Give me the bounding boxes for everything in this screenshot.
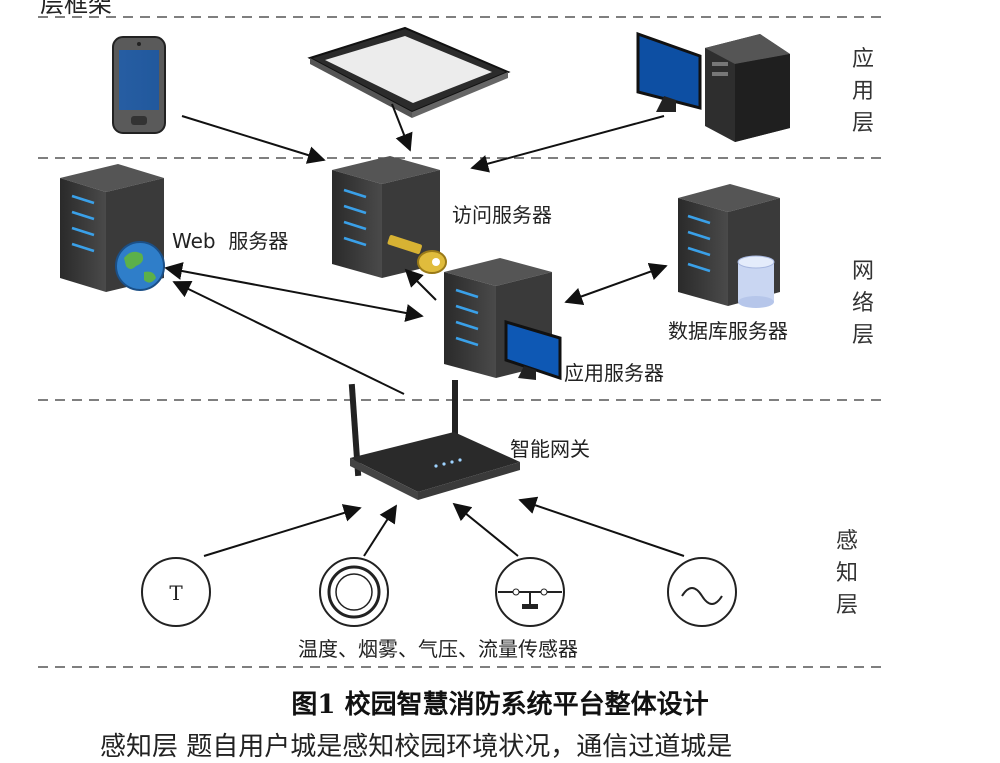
- database-cylinder-icon: [737, 255, 775, 308]
- web-server-label: Web 服务器: [172, 229, 288, 253]
- key-icon: [387, 235, 447, 274]
- access-server-icon: [332, 156, 440, 278]
- arrow-smoke-to-gateway: [363, 504, 397, 557]
- globe-icon: [115, 241, 165, 291]
- smartphone-icon: [112, 36, 166, 134]
- layer-label-application: 应 用 层: [852, 47, 881, 136]
- smoke-sensor-icon: [319, 557, 389, 627]
- monitor-icon: [504, 319, 562, 381]
- sensors-label: 温度、烟雾、气压、流量传感器: [298, 637, 578, 661]
- application-server-icon: [444, 258, 562, 381]
- connection-arrows: [164, 103, 685, 557]
- pressure-sensor-icon: [495, 557, 565, 627]
- flow-sensor-icon: [667, 557, 737, 627]
- arrow-desktop-to-access: [470, 115, 665, 173]
- temperature-sensor-icon: T: [141, 557, 211, 627]
- database-server-label: 数据库服务器: [668, 319, 788, 343]
- arrow-gateway-to-web: [172, 281, 405, 395]
- body-text-fragment: 感知层 题自用户城是感知校园环境状况，通信过道城是: [100, 732, 733, 762]
- arrow-phone-to-access: [181, 115, 326, 164]
- arrow-pressure-to-gateway: [452, 502, 519, 557]
- app-server-label: 应用服务器: [564, 361, 664, 385]
- architecture-diagram: 应 用 层 网 络 层 感 知 层: [38, 16, 888, 668]
- arrow-temp-to-gateway: [203, 504, 362, 557]
- gateway-label: 智能网关: [510, 437, 590, 461]
- layer-label-network: 网 络 层: [852, 259, 881, 348]
- top-text-fragment: 层框架: [40, 0, 112, 18]
- access-server-label: 访问服务器: [452, 203, 552, 227]
- layer-label-perception: 感 知 层: [836, 529, 865, 618]
- arrow-appserver-to-access: [404, 268, 437, 301]
- arrow-web-to-appserver: [164, 262, 424, 322]
- arrow-appserver-database: [564, 263, 668, 305]
- desktop-computer-icon: [636, 31, 790, 142]
- database-server-icon: [678, 184, 780, 308]
- web-server-icon: [60, 164, 165, 292]
- temperature-symbol: T: [169, 581, 183, 605]
- tablet-icon: [307, 26, 511, 118]
- arrow-flow-to-gateway: [518, 496, 685, 557]
- layer-dividers: [38, 16, 888, 668]
- figure-caption: 图1 校园智慧消防系统平台整体设计: [291, 690, 709, 720]
- arrow-tablet-to-access: [391, 103, 413, 152]
- router-gateway-icon: [348, 380, 520, 500]
